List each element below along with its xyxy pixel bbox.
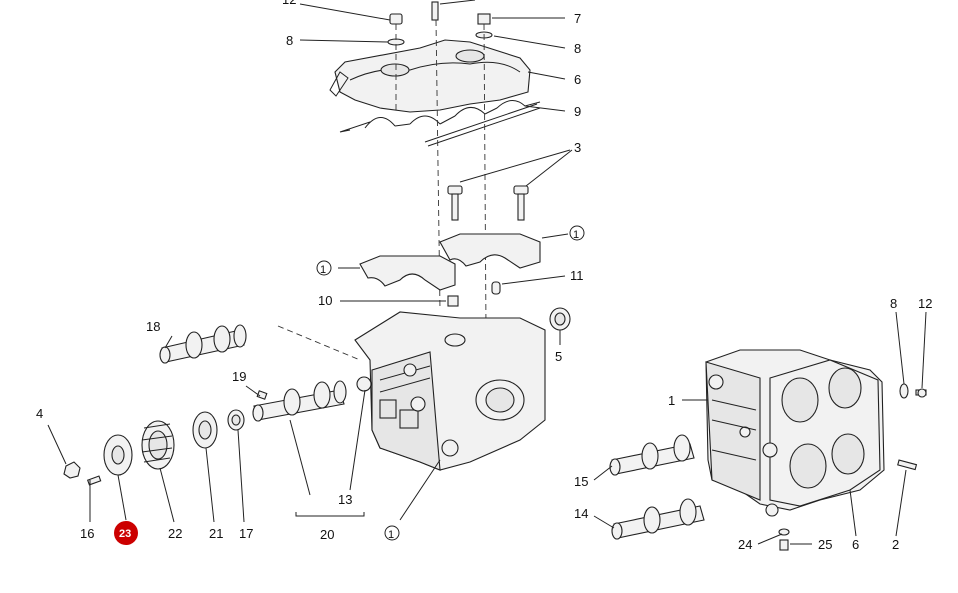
cylinder-head-assembled	[705, 349, 885, 517]
callout-8-left: 8	[286, 33, 293, 48]
callout-18: 18	[146, 319, 160, 334]
callout-12-far-right: 12	[918, 296, 932, 311]
highlight-badge-23	[114, 521, 138, 545]
camshaft-upper-left	[159, 324, 247, 364]
cover-gasket	[339, 100, 541, 147]
callout-19: 19	[232, 369, 246, 384]
callout-6-top: 6	[574, 72, 581, 87]
callout-17: 17	[239, 526, 253, 541]
callout-7: 7	[574, 11, 581, 26]
callout-16: 16	[80, 526, 94, 541]
circled-1-bottom-number: 1	[388, 529, 394, 541]
callout-8-far-right: 8	[890, 296, 897, 311]
callout-4: 4	[36, 406, 43, 421]
callout-20: 20	[320, 527, 334, 542]
circled-1-left-cap-number: 1	[320, 264, 326, 276]
callout-9: 9	[574, 104, 581, 119]
callout-13: 13	[338, 492, 352, 507]
circled-1-bottom	[384, 525, 400, 541]
cam-caps	[359, 185, 541, 307]
cam-cover	[329, 39, 531, 113]
callout-15: 15	[574, 474, 588, 489]
callout-22: 22	[168, 526, 182, 541]
callout-2: 2	[892, 537, 899, 552]
leader-lines	[47, 0, 927, 545]
cylinder-head-center	[354, 311, 546, 471]
callout-25: 25	[818, 537, 832, 552]
callout-11: 11	[570, 268, 584, 283]
callout-21: 21	[209, 526, 223, 541]
callout-6-bottom: 6	[852, 537, 859, 552]
timing-parts	[63, 390, 268, 486]
oil-seal	[549, 307, 571, 331]
callout-labels: 12 8 7 8 6 9 3 1 1 11 10 18 5 19 4 13 20…	[36, 0, 932, 552]
circled-1-right-cap-number: 1	[573, 229, 579, 241]
callout-5: 5	[555, 349, 562, 364]
camshaft-right-upper	[609, 434, 695, 476]
callout-24: 24	[738, 537, 752, 552]
callout-3: 3	[574, 140, 581, 155]
callout-1: 1	[668, 393, 675, 408]
circled-1-right-cap	[569, 225, 585, 241]
callout-14: 14	[574, 506, 588, 521]
callout-23-highlighted: 23	[119, 528, 131, 540]
callout-10: 10	[318, 293, 332, 308]
top-fasteners	[387, 1, 493, 46]
circled-1-left-cap	[316, 260, 332, 276]
camshaft-right-lower	[611, 498, 705, 540]
callout-12-top: 12	[282, 0, 296, 7]
right-fasteners	[778, 383, 927, 551]
callout-8-right: 8	[574, 41, 581, 56]
camshaft-lower-left	[252, 376, 372, 422]
